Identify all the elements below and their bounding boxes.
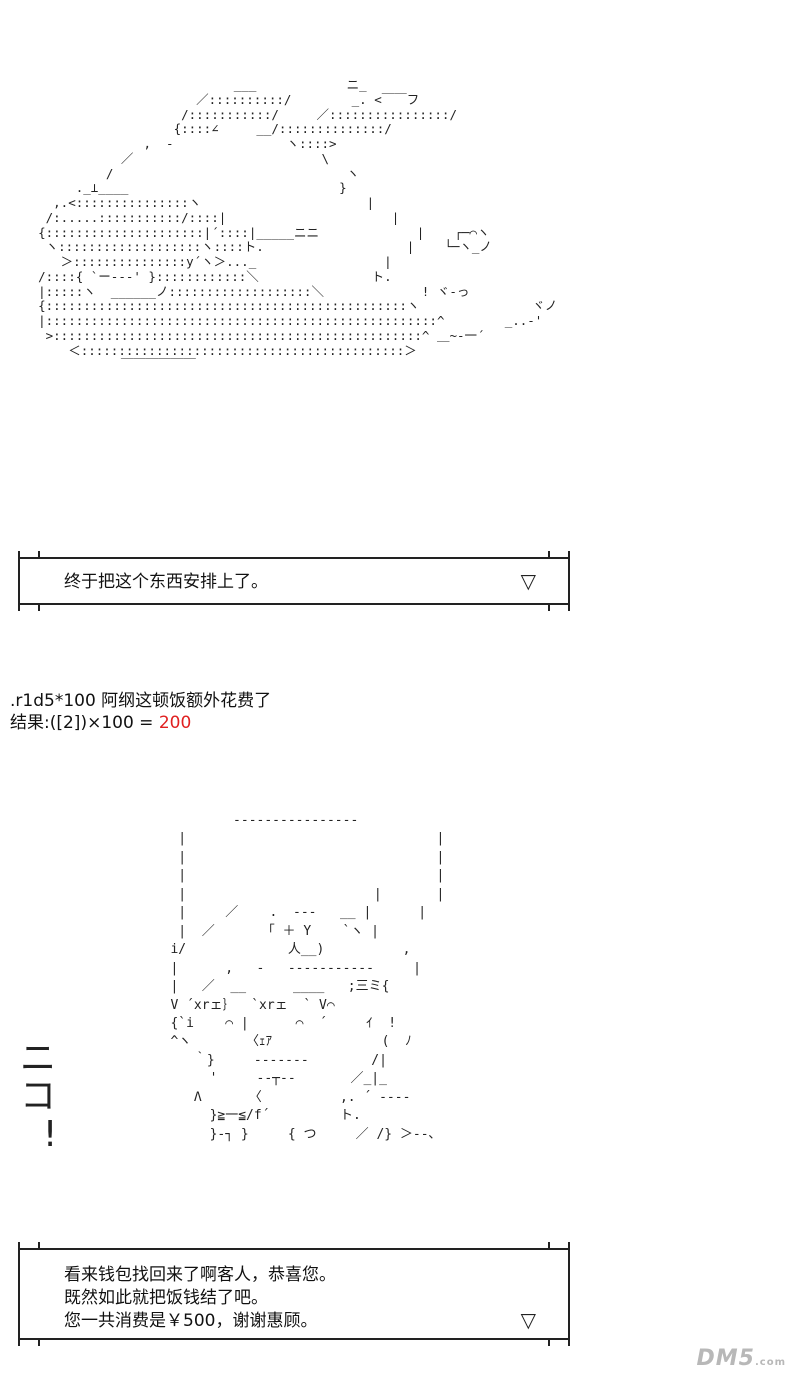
- dialog-2-text: 看来钱包找回来了啊客人，恭喜您。 既然如此就把饭钱结了吧。 您一共消费是￥500…: [64, 1264, 336, 1333]
- watermark-brand: DM5: [696, 1346, 755, 1371]
- dialog-2-line-1: 看来钱包找回来了啊客人，恭喜您。: [64, 1265, 336, 1285]
- dice-roll-block: .r1d5*100 阿纲这顿饭额外花费了 结果:([2])×100 = 200: [10, 690, 271, 734]
- site-watermark: DM5.com: [697, 1346, 787, 1371]
- rabbit-ascii-art: ___ ニ_ ／::::::::::/ _. <￣￣フ /:::::::::::…: [38, 77, 558, 373]
- side-sound-effect-art: ニ コ !: [20, 1038, 58, 1155]
- dialog-box-2: 看来钱包找回来了啊客人，恭喜您。 既然如此就把饭钱结了吧。 您一共消费是￥500…: [18, 1242, 570, 1346]
- dialog-2-line-3: 您一共消费是￥500，谢谢惠顾。: [64, 1311, 318, 1331]
- roll-result: 结果:([2])×100 = 200: [10, 712, 271, 734]
- roll-result-value: 200: [158, 713, 192, 733]
- roll-command: .r1d5*100 阿纲这顿饭额外花费了: [10, 691, 272, 711]
- continue-arrow-icon[interactable]: ▽: [520, 1308, 536, 1332]
- dialog-box-1: 终于把这个东西安排上了。 ▽: [18, 551, 570, 611]
- dialog-1-text: 终于把这个东西安排上了。: [64, 572, 268, 592]
- roll-result-prefix: 结果:([2])×100 =: [10, 713, 159, 733]
- waiter-ascii-art: ‐‐‐‐‐‐‐‐‐‐‐‐‐‐‐‐ | | | | | | | | |: [170, 813, 445, 1142]
- watermark-suffix: .com: [754, 1357, 786, 1368]
- continue-arrow-icon[interactable]: ▽: [520, 569, 536, 593]
- dialog-2-line-2: 既然如此就把饭钱结了吧。: [64, 1288, 268, 1308]
